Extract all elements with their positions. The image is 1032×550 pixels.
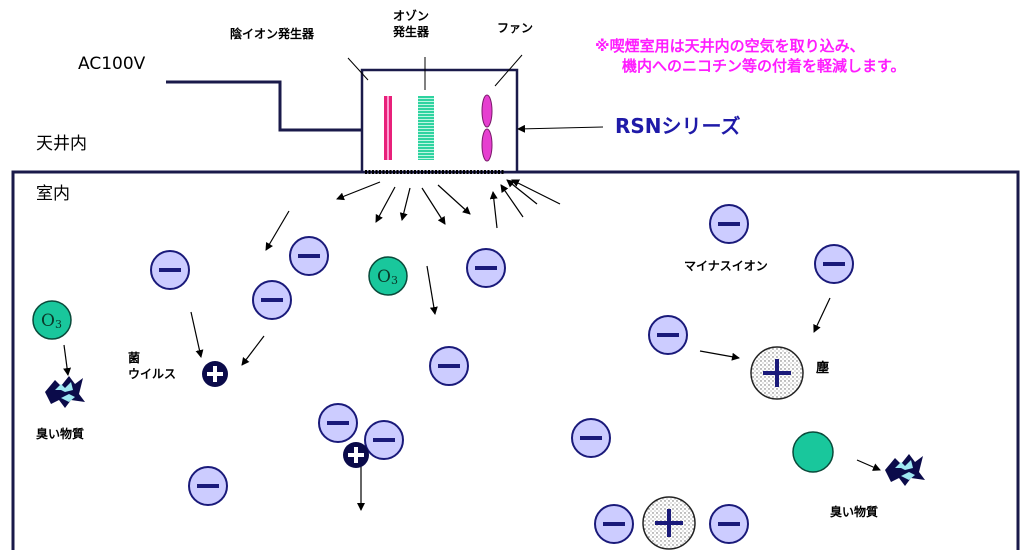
note-line-2: 機内へのニコチン等の付着を軽減します。: [622, 57, 906, 75]
dust-particle: [642, 496, 696, 550]
airflow-arrow: [265, 210, 290, 251]
airflow-arrow: [421, 187, 446, 225]
airflow-arrow: [190, 311, 204, 358]
room-outline: [11, 170, 1020, 550]
power-label: AC100V: [78, 54, 146, 74]
negative-ion: [252, 280, 292, 320]
odor-molecule: [45, 376, 85, 408]
rsn-series-label: RSNシリーズ: [615, 114, 741, 138]
odor-label-left: 臭い物質: [36, 427, 85, 441]
rsn-arrow: [517, 124, 604, 133]
airflow-arrow: [813, 297, 831, 333]
ozone-particle: [792, 431, 834, 473]
airflow-arrow: [699, 350, 740, 361]
dust-particle: [750, 346, 804, 400]
virus-label: ウイルス: [128, 367, 177, 381]
airflow-arrow: [426, 265, 438, 315]
minus-ion-label: マイナスイオン: [684, 259, 768, 273]
airflow-arrow: [375, 186, 396, 223]
fan-blade-bottom: [481, 128, 493, 162]
dust-label: 塵: [816, 361, 830, 376]
negative-ion: [648, 315, 688, 355]
note-line-1: ※喫煙室用は天井内の空気を取り込み、: [595, 37, 865, 55]
odor-label-right: 臭い物質: [830, 505, 879, 519]
negative-ion: [429, 346, 469, 386]
fan-blade-top: [481, 94, 493, 128]
negative-ion: [709, 204, 749, 244]
negative-ion: [289, 236, 329, 276]
germ-label: 菌: [128, 351, 141, 365]
positive-charge: [343, 442, 369, 468]
leader-fan: [494, 54, 523, 87]
airflow-arrow: [437, 184, 471, 215]
airflow-arrow: [489, 191, 498, 229]
neg-ion-generator-label: 陰イオン発生器: [230, 27, 315, 41]
negative-ion: [364, 420, 404, 460]
airflow-arrow: [63, 344, 72, 376]
airflow-arrow: [241, 335, 265, 366]
negative-ion: [594, 504, 634, 544]
leader-neg-ion: [347, 57, 369, 81]
negative-ion: [466, 248, 506, 288]
negative-ion: [709, 504, 749, 544]
fan-label: ファン: [497, 21, 534, 35]
negative-ion: [318, 403, 358, 443]
negative-ion: [814, 244, 854, 284]
ozone-molecule: O3: [32, 300, 72, 340]
odor-molecule: [885, 454, 925, 486]
germ-virus-positive: [202, 361, 228, 387]
airflow-arrow: [399, 187, 411, 221]
negative-ion: [188, 466, 228, 506]
ceiling-label: 天井内: [36, 134, 87, 154]
ozone-molecule: O3: [368, 256, 408, 296]
airflow-arrow: [856, 459, 881, 471]
negative-ion: [150, 250, 190, 290]
ozone-generator-label: オゾン 発生器: [393, 9, 430, 39]
airflow-arrow: [511, 179, 561, 205]
airflow-arrows: [63, 179, 881, 511]
negative-ion: [571, 418, 611, 458]
power-cable: [166, 80, 362, 132]
room-label: 室内: [36, 184, 70, 204]
ozone-generator-bar: [418, 96, 434, 160]
airflow-arrow: [500, 184, 524, 218]
airflow-arrow: [336, 181, 381, 201]
